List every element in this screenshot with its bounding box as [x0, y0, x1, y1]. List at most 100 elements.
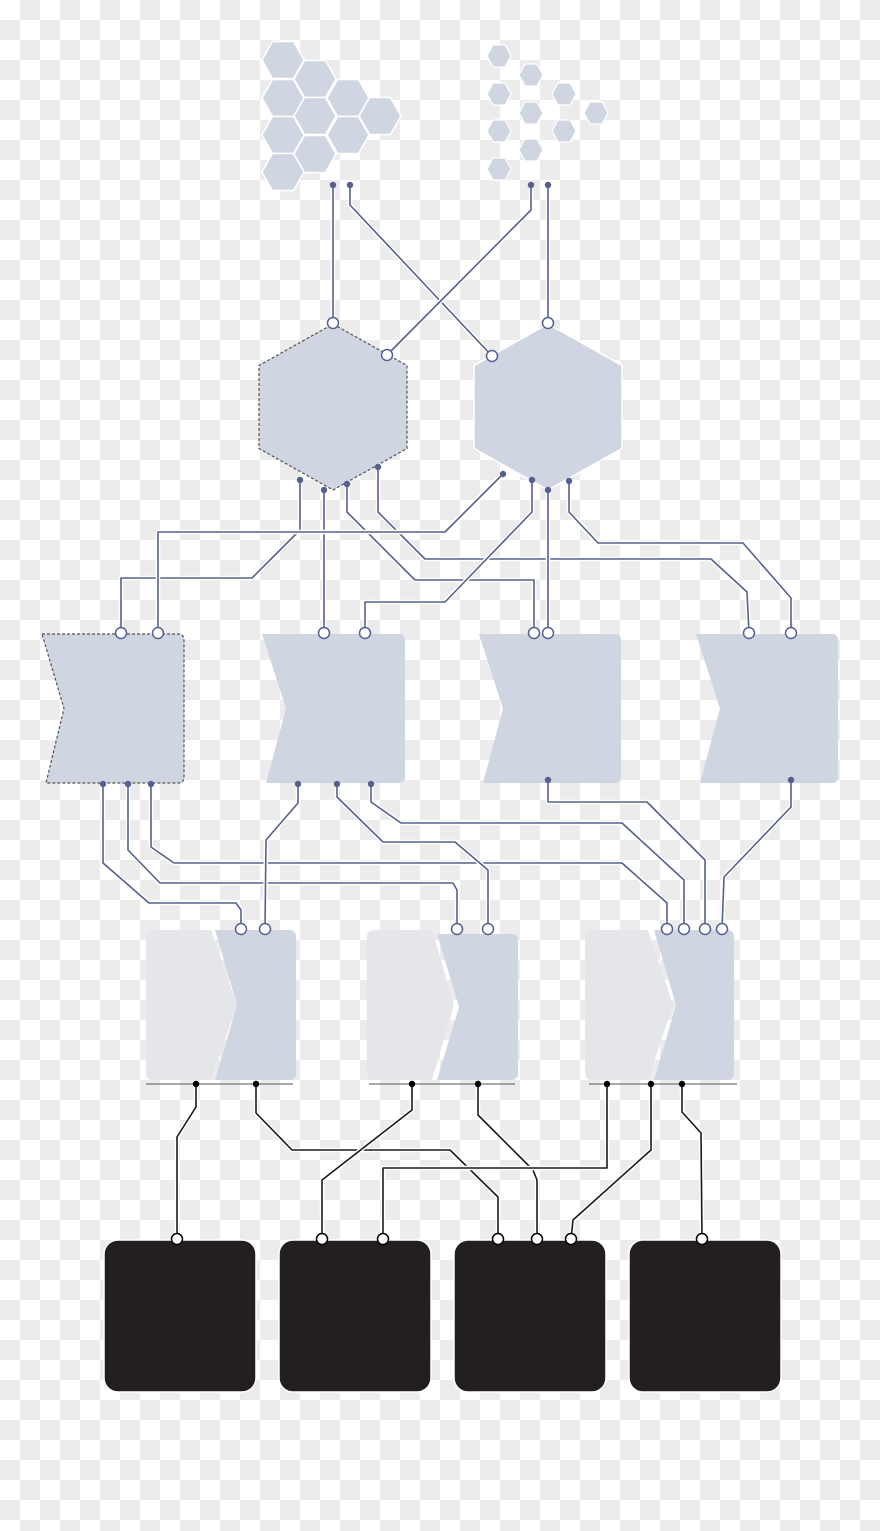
output-port-dot — [294, 780, 302, 788]
sparse-cluster-hexagon — [551, 82, 577, 106]
notched-node — [479, 634, 621, 783]
wire-halo — [368, 784, 687, 929]
input-port-ring — [677, 922, 691, 936]
input-port-ring — [358, 626, 372, 640]
output-port-dot — [296, 476, 304, 484]
output-port-dot — [528, 476, 536, 484]
wire — [377, 467, 750, 634]
input-port-ring — [317, 626, 331, 640]
wire-halo — [174, 1084, 199, 1239]
cluster-hexagon — [293, 134, 337, 174]
input-port-ring — [315, 1232, 329, 1246]
wire — [681, 1084, 703, 1240]
output-port-dot — [320, 486, 328, 494]
wire — [120, 480, 301, 633]
output-port-dot — [346, 181, 354, 189]
output-port-dot — [124, 780, 132, 788]
wire-halo — [125, 784, 460, 929]
paired-node — [437, 934, 518, 1080]
output-port-dot — [544, 486, 552, 494]
output-port-dot — [343, 480, 351, 488]
wire — [364, 480, 533, 633]
wire-halo — [155, 472, 505, 633]
output-port-dot — [787, 776, 795, 784]
hexagon-node-dashed — [258, 323, 408, 491]
input-port-ring — [564, 1232, 578, 1246]
input-port-ring — [450, 922, 464, 936]
input-port-ring — [376, 1232, 390, 1246]
input-port-ring — [541, 626, 555, 640]
sparse-cluster-hexagon — [518, 101, 544, 125]
wire — [568, 481, 792, 633]
input-port-ring — [380, 348, 394, 362]
wire — [157, 473, 504, 633]
input-port-ring — [258, 922, 272, 936]
output-port-dot — [147, 780, 155, 788]
wire-halo — [375, 467, 752, 634]
wire-halo — [380, 1084, 610, 1239]
sparse-cluster-hexagon — [551, 119, 577, 143]
output-port-dot — [603, 1080, 611, 1088]
wire — [721, 780, 792, 930]
sparse-cluster-hexagon — [518, 138, 544, 162]
paired-node — [654, 930, 734, 1080]
input-port-ring — [151, 626, 165, 640]
sparse-cluster-hexagon — [486, 44, 512, 68]
input-port-ring — [541, 316, 555, 330]
input-port-ring — [784, 626, 798, 640]
output-port-dot — [647, 1080, 655, 1088]
output-port-dot — [408, 1080, 416, 1088]
wire-halo — [262, 784, 301, 930]
input-port-ring — [485, 349, 499, 363]
input-port-ring — [695, 1232, 709, 1246]
input-port-ring — [326, 316, 340, 330]
output-block — [103, 1239, 257, 1393]
notched-node — [262, 634, 405, 783]
wire — [150, 784, 668, 929]
output-port-dot — [367, 780, 375, 788]
input-port-ring — [234, 922, 248, 936]
hexagon-node — [473, 323, 623, 491]
output-port-dot — [374, 463, 382, 471]
wire — [570, 1084, 652, 1240]
paired-node — [215, 930, 296, 1080]
input-clusters — [261, 40, 609, 192]
output-port-dot — [678, 1080, 686, 1088]
sparse-cluster-hexagon — [583, 101, 609, 125]
sparse-cluster-hexagon — [518, 63, 544, 87]
output-block — [278, 1239, 432, 1393]
wire — [127, 784, 458, 929]
wire — [370, 784, 685, 929]
wire-halo — [100, 784, 244, 929]
wire-halo — [475, 1084, 540, 1239]
wire — [176, 1084, 197, 1239]
cluster-hexagon — [358, 96, 402, 136]
input-port-ring — [491, 1232, 505, 1246]
paired-node-light — [585, 930, 673, 1080]
output-block — [628, 1239, 782, 1393]
wire — [346, 484, 535, 633]
output-port-dot — [99, 780, 107, 788]
wire — [477, 1084, 538, 1239]
wire-halo — [319, 1084, 415, 1239]
input-port-ring — [170, 1232, 184, 1246]
output-port-dot — [192, 1080, 200, 1088]
input-port-ring — [481, 922, 495, 936]
wire — [386, 185, 532, 356]
wire — [382, 1084, 608, 1239]
output-port-dot — [499, 470, 507, 478]
wire — [349, 185, 493, 357]
output-port-dot — [252, 1080, 260, 1088]
wire-halo — [679, 1084, 705, 1240]
notched-node — [696, 634, 838, 783]
input-port-ring — [527, 626, 541, 640]
output-port-dot — [329, 181, 337, 189]
notched-node-dashed — [41, 633, 185, 784]
wire-halo — [148, 784, 670, 929]
input-port-ring — [530, 1232, 544, 1246]
output-port-dot — [544, 776, 552, 784]
input-port-ring — [715, 922, 729, 936]
input-port-ring — [698, 922, 712, 936]
output-port-dot — [544, 181, 552, 189]
output-port-dot — [474, 1080, 482, 1088]
